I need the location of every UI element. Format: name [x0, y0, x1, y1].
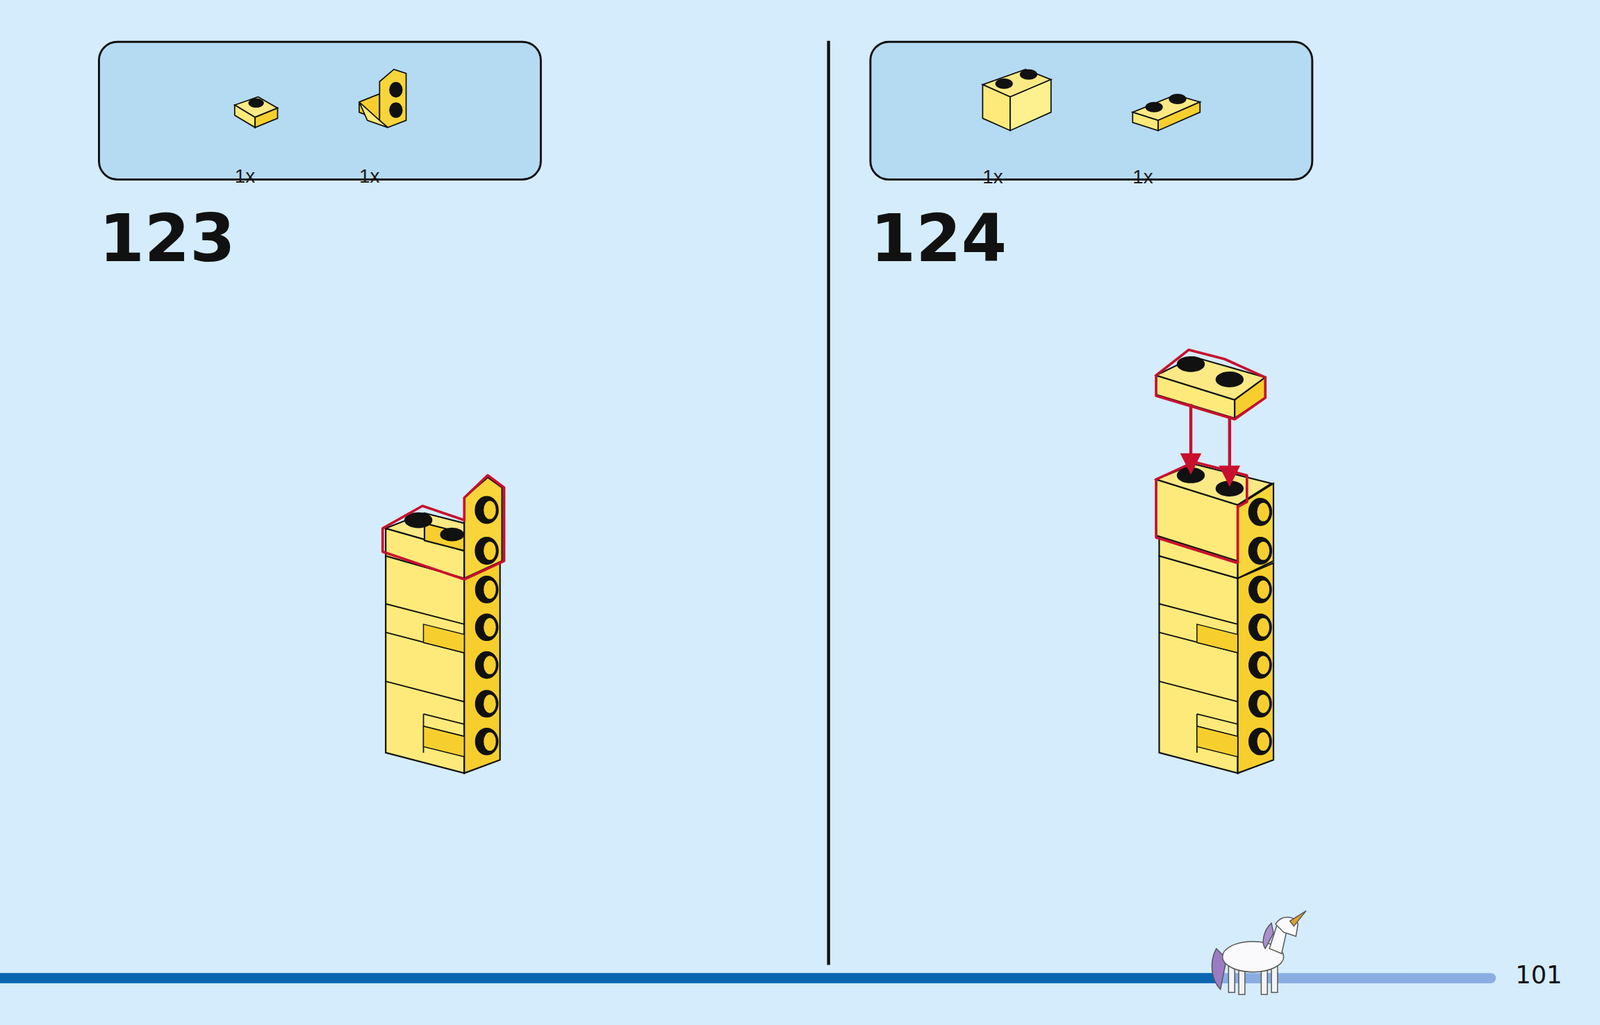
- part-quantity: 1x: [234, 166, 255, 186]
- parts-panel: 1x1x: [98, 41, 541, 180]
- parts-panel: 1x1x: [870, 41, 1313, 180]
- part-quantity: 1x: [982, 166, 1003, 187]
- step-number: 123: [98, 206, 235, 272]
- page-number: 101: [1515, 963, 1562, 988]
- part-quantity: 1x: [359, 166, 380, 186]
- step-number: 124: [870, 206, 1007, 272]
- part-quantity: 1x: [1132, 166, 1153, 187]
